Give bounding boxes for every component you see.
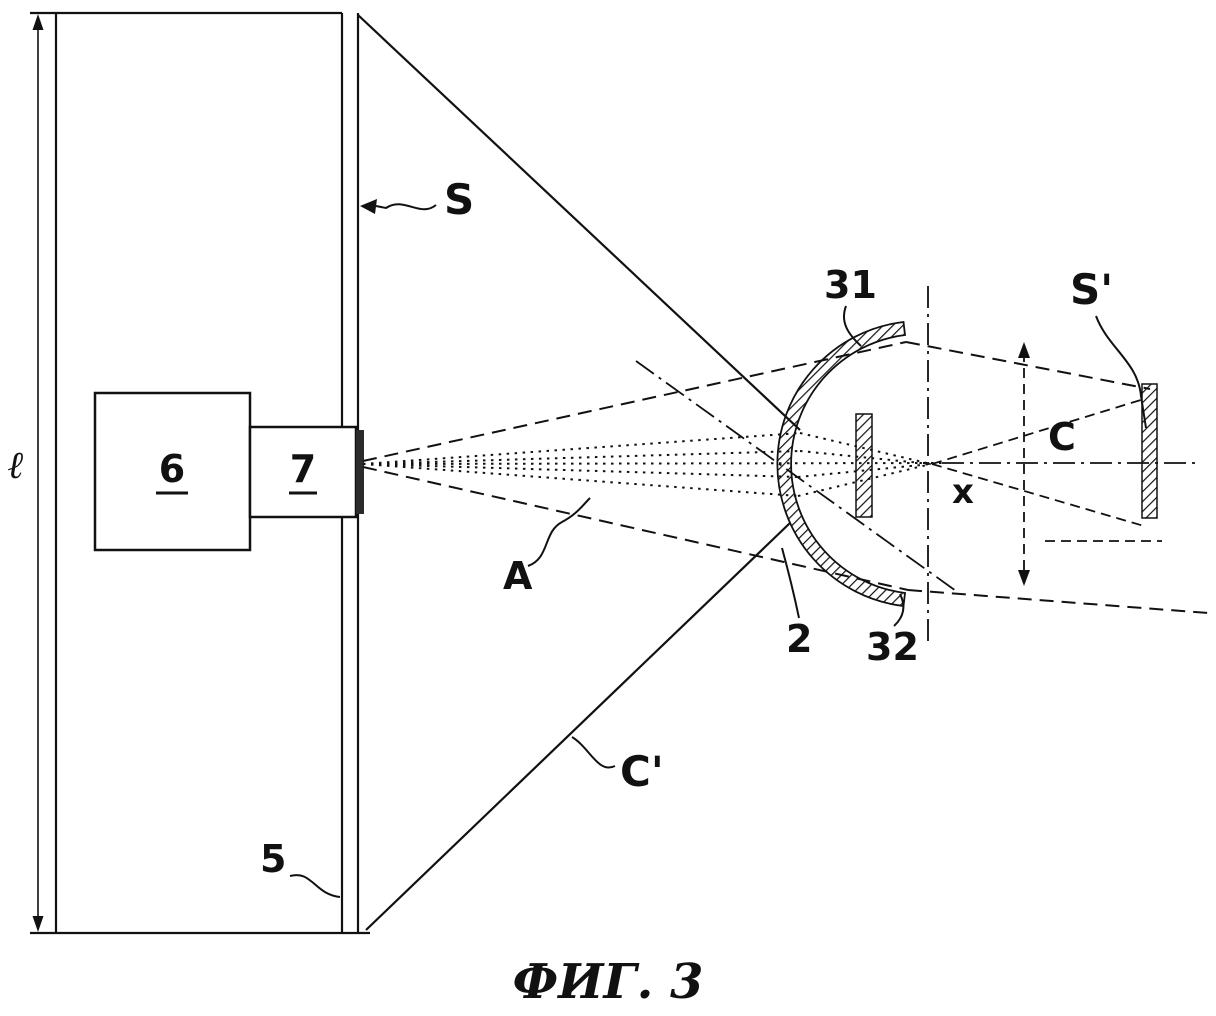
- marginal-ray-upper: [362, 341, 907, 462]
- image-screen-bar: [1141, 383, 1158, 519]
- refracted-ray-upper: [905, 341, 1151, 390]
- aperture-stop: [855, 413, 873, 518]
- leader-c-prime: [571, 736, 616, 769]
- axis-beam-label: A: [503, 554, 533, 598]
- image-width-dimension: C: [1018, 342, 1076, 586]
- height-dimension: ℓ: [8, 14, 44, 932]
- cone-lower-label: C': [620, 747, 664, 796]
- marginal-ray-lower: [362, 466, 909, 591]
- source-blocks: 6 7: [93, 391, 364, 552]
- optical-axis-dotted: [362, 462, 946, 465]
- dimension-arrow-down-icon: [32, 916, 44, 932]
- c-arrow-down-icon: [1018, 570, 1030, 586]
- leader-s-prime: [1095, 315, 1147, 429]
- image-width-label: C: [1048, 415, 1076, 459]
- block-6-label: 6: [159, 447, 185, 491]
- screen-label: S: [444, 175, 474, 224]
- leader-31: [842, 305, 862, 347]
- callouts: S 31 S' A x 2 32 C' 5: [260, 175, 1147, 898]
- diverging-ray-upper: [931, 398, 1145, 465]
- lens-upper-label: 31: [824, 263, 877, 307]
- figure-title: ФИГ. 3: [513, 954, 704, 1010]
- enclosure-edges: [30, 11, 370, 935]
- lens-label: 2: [786, 617, 812, 661]
- cone-lower-edge: [365, 522, 791, 931]
- leader-5: [289, 874, 341, 898]
- leader-a: [527, 497, 591, 567]
- block-7-label: 7: [290, 447, 316, 491]
- diverging-ray-lower: [931, 463, 1145, 527]
- refracted-ray-lower: [907, 589, 1209, 614]
- image-screen: [1141, 383, 1158, 519]
- length-label: ℓ: [8, 442, 24, 487]
- dimension-arrow-up-icon: [32, 14, 44, 30]
- focus-label: x: [952, 472, 974, 512]
- leader-32: [893, 593, 905, 627]
- cone-upper-edge: [357, 14, 801, 431]
- leader-s-arrow-icon: [360, 199, 377, 214]
- lens-lower-label: 32: [866, 625, 919, 669]
- block-6-box: [93, 391, 252, 552]
- panel-label: 5: [260, 837, 286, 881]
- light-cone: [357, 14, 801, 931]
- dashed-rays: [362, 341, 1209, 614]
- leader-s: [375, 203, 437, 211]
- emitter-aperture-block: [356, 430, 364, 514]
- c-arrow-up-icon: [1018, 342, 1030, 358]
- leader-2: [781, 547, 800, 619]
- image-screen-label: S': [1070, 265, 1113, 314]
- tilted-lens-axis: [635, 360, 957, 592]
